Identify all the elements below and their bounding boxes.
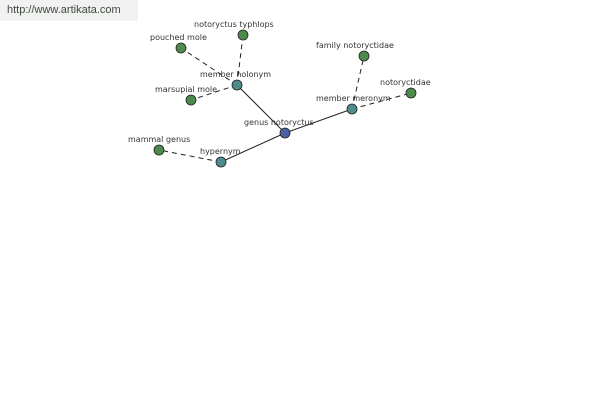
source-link[interactable]: http://www.artikata.com (7, 4, 121, 16)
node-notoryctidae[interactable] (405, 87, 417, 99)
node-label-member-holonym: member holonym (200, 70, 271, 79)
node-label-pouched-mole: pouched mole (150, 33, 207, 42)
node-member-meronym[interactable] (346, 103, 358, 115)
node-label-marsupial-mole: marsupial mole (155, 85, 217, 94)
edge-member-meronym-to-notoryctidae (351, 92, 412, 110)
node-label-notoryctidae: notoryctidae (380, 78, 431, 87)
node-label-notoryctus-typhlops: notoryctus typhlops (194, 20, 274, 29)
node-hypernym[interactable] (215, 156, 227, 168)
node-label-family-notoryctidae: family notoryctidae (316, 41, 394, 50)
node-label-hypernym: hypernym (200, 147, 241, 156)
edge-member-meronym-to-family-notoryctidae (351, 55, 365, 110)
edge-hypernym-to-mammal-genus (158, 149, 222, 163)
nodes-layer (153, 29, 417, 168)
node-pouched-mole[interactable] (175, 42, 187, 54)
edge-member-holonym-to-marsupial-mole (190, 84, 238, 101)
edges-layer (158, 34, 412, 163)
edge-genus-to-member-holonym (236, 84, 286, 134)
node-member-holonym[interactable] (231, 79, 243, 91)
node-marsupial-mole[interactable] (185, 94, 197, 106)
node-genus[interactable] (279, 127, 291, 139)
source-banner: http://www.artikata.com (0, 0, 138, 21)
edge-genus-to-hypernym (220, 132, 286, 163)
edge-genus-to-member-meronym (284, 108, 353, 134)
node-family-notoryctidae[interactable] (358, 50, 370, 62)
node-mammal-genus[interactable] (153, 144, 165, 156)
node-label-genus: genus notoryctus (244, 118, 314, 127)
node-label-mammal-genus: mammal genus (128, 135, 190, 144)
edge-member-holonym-to-pouched-mole (180, 47, 238, 86)
labels-layer: genus notoryctus member holonym member mer… (128, 20, 431, 156)
node-label-member-meronym: member meronym (316, 94, 391, 103)
node-notoryctus-typhlops[interactable] (237, 29, 249, 41)
